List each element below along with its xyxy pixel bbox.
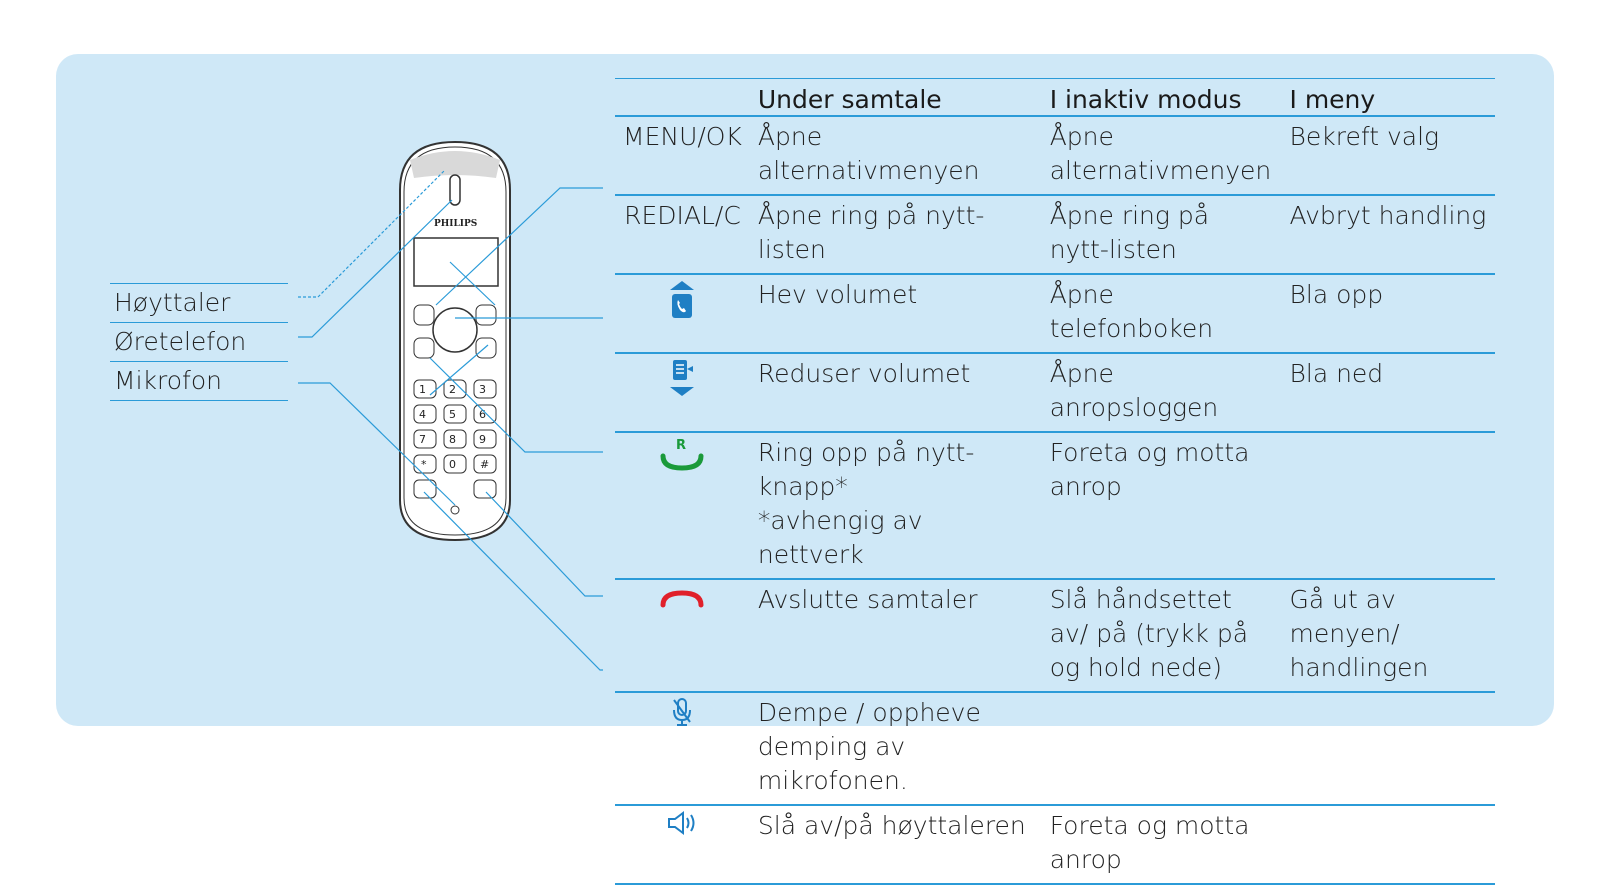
cell-call: Hev volumet bbox=[749, 274, 1042, 354]
table-header-row: Under samtale I inaktiv modus I meny bbox=[615, 78, 1495, 117]
cell-call: Åpne alternativmenyen bbox=[749, 116, 1042, 196]
table-row: Hev volumet Åpne telefonboken Bla opp bbox=[615, 274, 1495, 354]
speaker-icon bbox=[668, 811, 695, 835]
svg-text:7: 7 bbox=[419, 433, 426, 446]
end-call-icon bbox=[660, 590, 704, 608]
header-idle: I inaktiv modus bbox=[1041, 78, 1282, 117]
table-row: Dempe / oppheve demping av mikrofonen. bbox=[615, 692, 1495, 806]
handset-illustration: PHILIPS 1 2 3 4 5 6 7 8 9 * 0 # bbox=[399, 140, 511, 542]
phone-diagram: PHILIPS 1 2 3 4 5 6 7 8 9 * 0 # bbox=[298, 140, 603, 671]
label-speaker: Høyttaler bbox=[110, 283, 288, 322]
cell-call: Åpne ring på nytt-listen bbox=[749, 195, 1042, 275]
talk-recall-icon: R bbox=[660, 438, 704, 471]
table-row: Slå av/på høyttaleren Foreta og motta an… bbox=[615, 805, 1495, 885]
cell-idle bbox=[1041, 692, 1282, 806]
cell-idle: Foreta og motta anrop bbox=[1041, 432, 1282, 580]
table-row: MENU/OK Åpne alternativmenyen Åpne alter… bbox=[615, 116, 1495, 196]
cell-idle: Åpne telefonboken bbox=[1041, 274, 1282, 354]
cell-call: Dempe / oppheve demping av mikrofonen. bbox=[749, 692, 1042, 806]
label-microphone: Mikrofon bbox=[110, 361, 288, 401]
table-row: REDIAL/C Åpne ring på nytt-listen Åpne r… bbox=[615, 195, 1495, 275]
svg-text:3: 3 bbox=[479, 383, 486, 396]
cell-idle: Åpne anropsloggen bbox=[1041, 353, 1282, 433]
controls-table: Under samtale I inaktiv modus I meny MEN… bbox=[615, 78, 1495, 885]
svg-text:2: 2 bbox=[449, 383, 456, 396]
cell-menu: Gå ut av menyen/ handlingen bbox=[1281, 579, 1495, 693]
svg-text:4: 4 bbox=[419, 408, 426, 421]
part-labels: Høyttaler Øretelefon Mikrofon bbox=[110, 283, 288, 401]
svg-text:6: 6 bbox=[479, 408, 486, 421]
cell-menu: Avbryt handling bbox=[1281, 195, 1495, 275]
label-earpiece: Øretelefon bbox=[110, 322, 288, 361]
header-key bbox=[615, 78, 750, 117]
svg-text:5: 5 bbox=[449, 408, 456, 421]
nav-down-calllog-icon bbox=[670, 360, 695, 396]
table-row: Avslutte samtaler Slå håndsettet av/ på … bbox=[615, 579, 1495, 693]
cell-menu: Bekreft valg bbox=[1281, 116, 1495, 196]
cell-menu: Bla ned bbox=[1281, 353, 1495, 433]
svg-text:*: * bbox=[421, 458, 427, 471]
svg-text:8: 8 bbox=[449, 433, 456, 446]
cell-call: Ring opp på nytt-knapp* *avhengig av net… bbox=[749, 432, 1042, 580]
table-row: Reduser volumet Åpne anropsloggen Bla ne… bbox=[615, 353, 1495, 433]
cell-menu bbox=[1281, 432, 1495, 580]
svg-text:0: 0 bbox=[449, 458, 456, 471]
cell-menu: Bla opp bbox=[1281, 274, 1495, 354]
key-redial-c: REDIAL/C bbox=[615, 195, 750, 275]
table-row: R Ring opp på nytt-knapp* *avhengig av n… bbox=[615, 432, 1495, 580]
cell-idle: Slå håndsettet av/ på (trykk på og hold … bbox=[1041, 579, 1282, 693]
cell-call: Reduser volumet bbox=[749, 353, 1042, 433]
cell-idle: Foreta og motta anrop bbox=[1041, 805, 1282, 885]
cell-menu bbox=[1281, 692, 1495, 806]
key-menu-ok: MENU/OK bbox=[615, 116, 750, 196]
svg-text:1: 1 bbox=[419, 383, 426, 396]
phone-brand: PHILIPS bbox=[434, 219, 477, 229]
mute-microphone-icon bbox=[673, 698, 692, 726]
header-call: Under samtale bbox=[749, 78, 1042, 117]
svg-text:#: # bbox=[480, 458, 489, 471]
cell-call: Avslutte samtaler bbox=[749, 579, 1042, 693]
cell-idle: Åpne ring på nytt-listen bbox=[1041, 195, 1282, 275]
nav-up-phonebook-icon bbox=[670, 281, 695, 318]
svg-text:R: R bbox=[676, 438, 686, 453]
cell-idle: Åpne alternativmenyen bbox=[1041, 116, 1282, 196]
cell-call: Slå av/på høyttaleren bbox=[749, 805, 1042, 885]
cell-menu bbox=[1281, 805, 1495, 885]
svg-text:9: 9 bbox=[479, 433, 486, 446]
header-menu: I meny bbox=[1281, 78, 1495, 117]
